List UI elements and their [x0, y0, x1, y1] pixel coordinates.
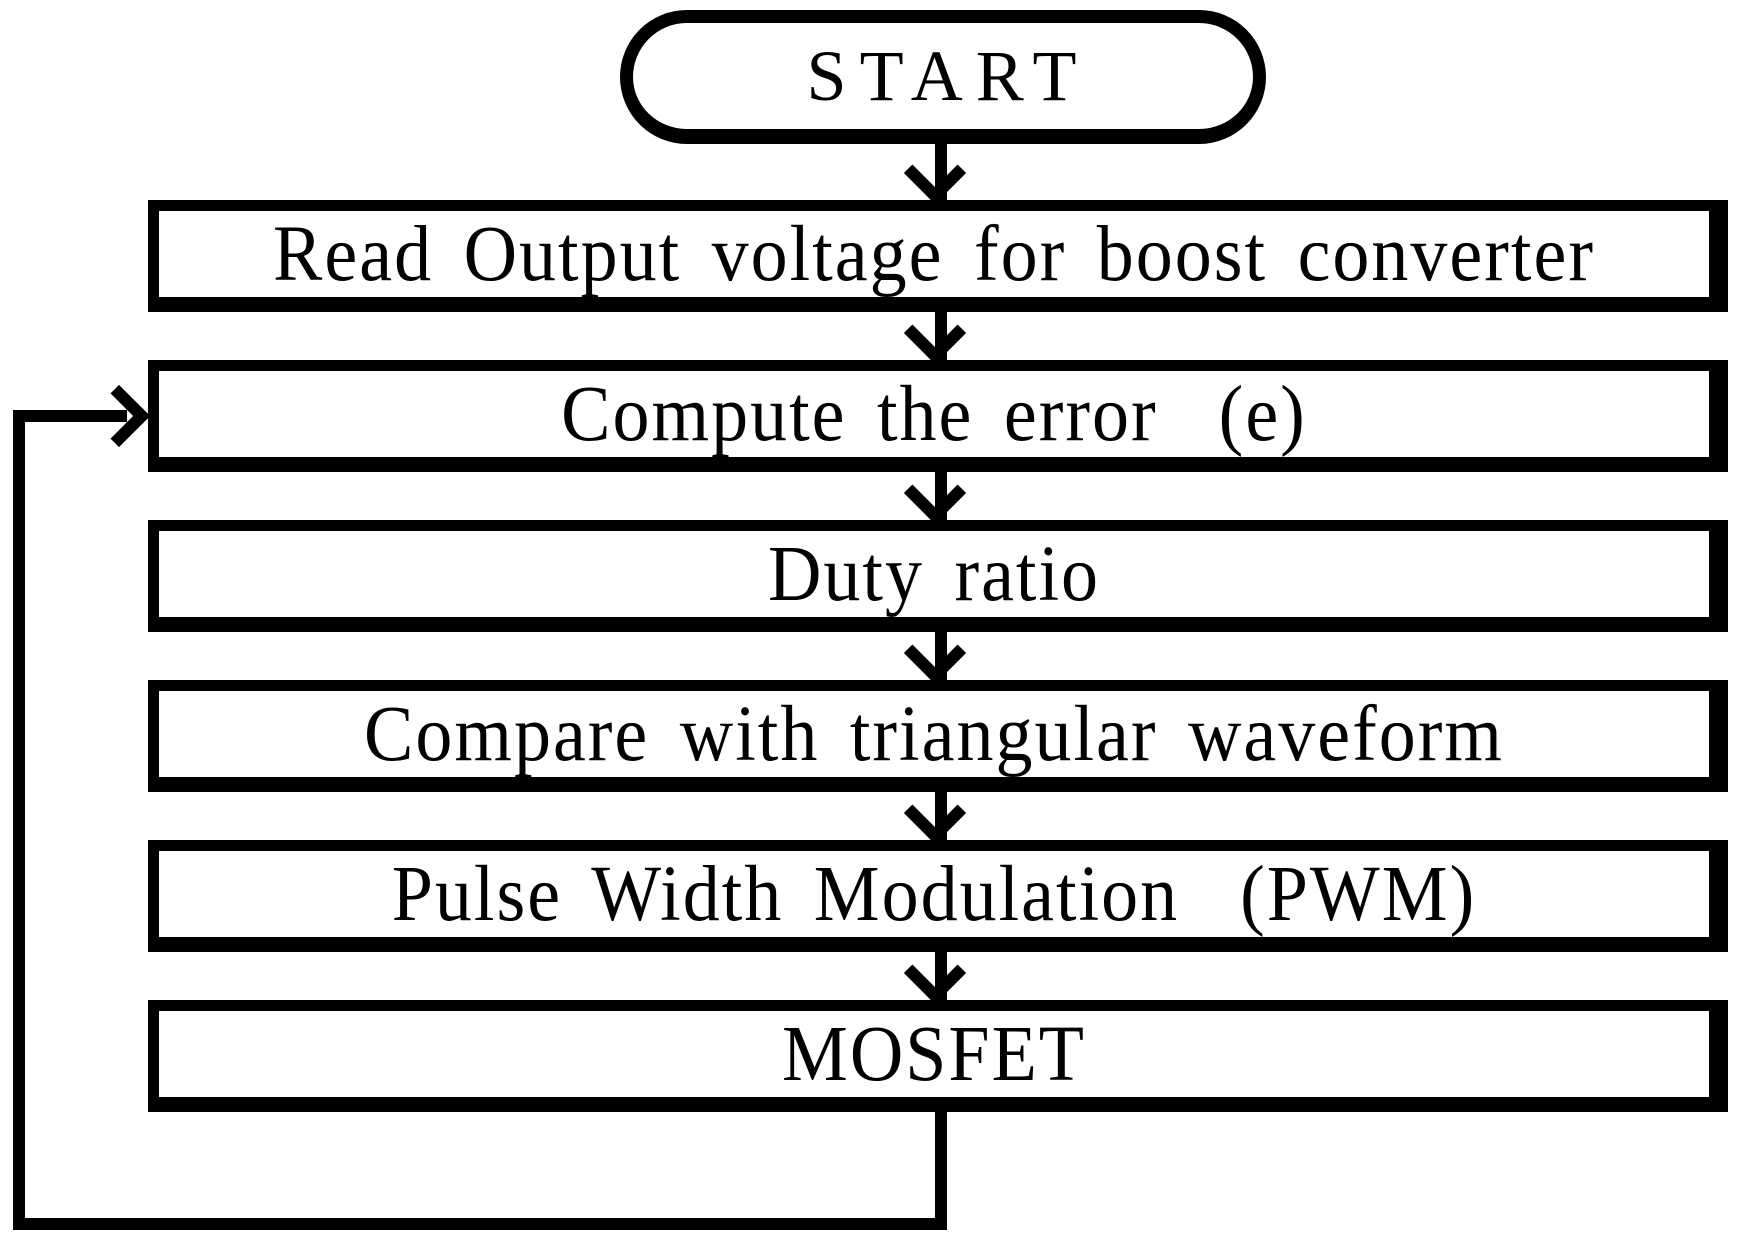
- flowchart-step-read-output-voltage: Read Output voltage for boost converter: [148, 200, 1728, 312]
- flowchart-step-pwm: Pulse Width Modulation (PWM): [148, 840, 1728, 952]
- feedback-line-down: [935, 1112, 947, 1230]
- arrowhead-right-icon: [87, 384, 151, 448]
- step-label: MOSFET: [782, 1009, 1086, 1099]
- step-label: Pulse Width Modulation (PWM): [391, 849, 1477, 939]
- arrowhead-down-icon: [903, 141, 967, 205]
- step-label: Compare with triangular waveform: [364, 689, 1504, 779]
- flowchart-step-compute-error: Compute the error (e): [148, 360, 1728, 472]
- start-label: START: [806, 36, 1090, 116]
- flowchart-step-compare-triangular: Compare with triangular waveform: [148, 680, 1728, 792]
- step-label: Compute the error (e): [561, 369, 1307, 459]
- connector-pwm-to-mosfet: [935, 949, 947, 1000]
- flowchart-step-mosfet: MOSFET: [148, 1000, 1728, 1112]
- connector-read-to-compute: [935, 309, 947, 360]
- flowchart-step-duty-ratio: Duty ratio: [148, 520, 1728, 632]
- feedback-line-bottom: [13, 1218, 947, 1230]
- step-label: Read Output voltage for boost converter: [273, 209, 1595, 299]
- connector-compare-to-pwm: [935, 789, 947, 840]
- connector-duty-to-compare: [935, 629, 947, 680]
- flowchart-start-terminal: START: [620, 10, 1266, 144]
- step-label: Duty ratio: [767, 529, 1101, 619]
- feedback-line-into-compute: [13, 410, 127, 422]
- connector-start-to-read: [935, 142, 947, 202]
- feedback-line-left: [13, 410, 25, 1230]
- connector-compute-to-duty: [935, 469, 947, 520]
